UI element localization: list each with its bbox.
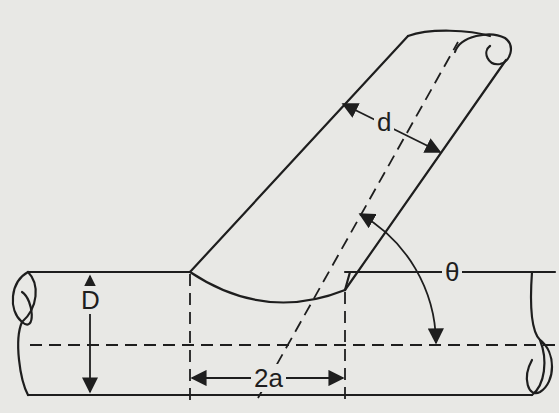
extension-line [344,292,346,400]
branch-pipe-break [455,34,511,64]
intersection-curve [190,272,345,302]
branch-centerline [258,42,458,398]
extension-line [189,274,191,400]
branch-pipe-edge [345,60,506,290]
dimension-label: d [374,108,394,136]
main-pipe-top [28,271,190,273]
pipe-break [22,272,36,322]
angle-arc [360,214,436,343]
pipe-break [13,272,32,395]
angle-label: θ [442,258,462,286]
main-pipe-bottom [28,394,532,396]
branch-pipe-edge [190,36,408,272]
main-centerline [30,344,555,346]
pipe-break [527,272,552,395]
dimension-line [343,104,440,152]
dimension-label: 2a [251,364,286,392]
dimension-label: D [78,286,103,314]
